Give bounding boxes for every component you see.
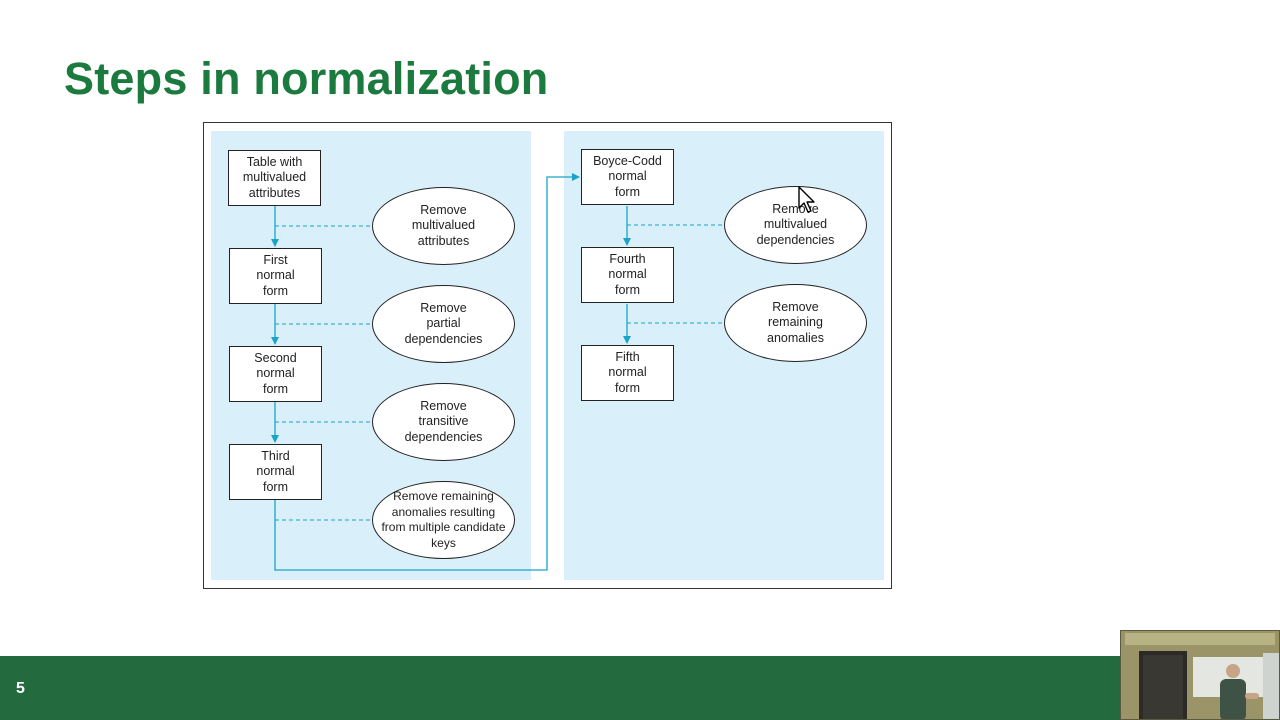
page-number: 5 xyxy=(16,680,25,697)
flow-arrow-3nf-to-bcnf xyxy=(274,173,580,571)
slide-title: Steps in normalization xyxy=(64,53,549,104)
mouse-cursor-icon xyxy=(798,186,815,213)
footer-bar xyxy=(0,656,1280,720)
presenter-webcam-thumbnail xyxy=(1120,630,1280,720)
connector-lines xyxy=(271,173,725,571)
webcam-scene xyxy=(1121,631,1279,719)
